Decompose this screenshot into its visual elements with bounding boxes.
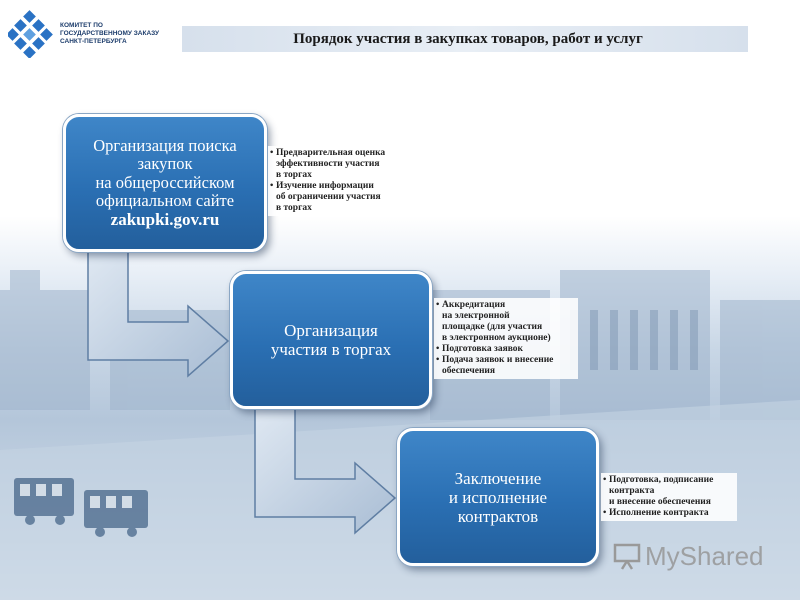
bullet: • [436, 300, 440, 310]
step-contract-execution: Заключение и исполнение контрактов [397, 428, 599, 566]
step-search-purchases: Организация поиска закупок на общероссий… [63, 114, 267, 252]
step3-notes: •Подготовка, подписание контракта и внес… [601, 473, 737, 521]
step-line: закупок [137, 154, 193, 174]
committee-logo: КОМИТЕТ ПО ГОСУДАРСТВЕННОМУ ЗАКАЗУ САНКТ… [8, 8, 178, 64]
note-item: •Подготовка, подписание [603, 475, 735, 486]
note-text: и внесение обеспечения [609, 497, 711, 507]
step-line: на общероссийском [95, 172, 235, 192]
logo-text: КОМИТЕТ ПО ГОСУДАРСТВЕННОМУ ЗАКАЗУ САНКТ… [60, 22, 160, 45]
note-text: в торгах [276, 203, 312, 213]
watermark: MyShared [612, 540, 764, 572]
note-item: •Подача заявок и внесение [436, 355, 576, 366]
note-text: на электронной [442, 311, 510, 321]
step-organize-participation: Организация участия в торгах [230, 271, 432, 409]
note-text: в торгах [276, 170, 312, 180]
note-item: •Подготовка заявок [436, 344, 576, 355]
step-line: официальном сайте [95, 191, 235, 211]
step-line: Организация поиска [93, 135, 237, 155]
note-text: об ограничении участия [276, 192, 381, 202]
presentation-icon [613, 543, 641, 570]
note-text: контракта [609, 486, 655, 496]
step-line: Организация [284, 321, 378, 340]
note-text: Предварительная оценка [276, 148, 386, 158]
note-item: •Изучение информации [270, 181, 404, 192]
step-line: контрактов [457, 506, 539, 526]
step-line: участия в торгах [270, 340, 392, 359]
note-text: Аккредитация [442, 300, 506, 310]
note-text: Изучение информации [276, 181, 374, 191]
note-text: Подготовка, подписание [609, 475, 714, 485]
note-text: обеспечения [442, 366, 496, 376]
site-name: zakupki.gov.ru [110, 209, 220, 229]
bullet: • [270, 148, 274, 158]
logo-diamond-icon [8, 10, 53, 58]
watermark-text: MyShared [645, 540, 764, 571]
note-text: Исполнение контракта [609, 508, 709, 518]
note-text: эффективности участия [276, 159, 380, 169]
note-text: площадке (для участия [442, 322, 543, 332]
step-line: Заключение [454, 468, 542, 488]
note-text: в электронном аукционе) [442, 333, 551, 343]
title-bar: Порядок участия в закупках товаров, рабо… [182, 26, 748, 52]
page-title: Порядок участия в закупках товаров, рабо… [293, 30, 643, 47]
step-line: и исполнение [448, 487, 548, 507]
note-item: •Аккредитация [436, 300, 576, 311]
note-item: •Исполнение контракта [603, 508, 735, 519]
bullet: • [270, 181, 274, 191]
note-item: •Предварительная оценка [270, 148, 404, 159]
step1-notes: •Предварительная оценка эффективности уч… [268, 146, 406, 216]
bullet: • [603, 475, 607, 485]
bullet: • [436, 355, 440, 365]
note-text: Подготовка заявок [442, 344, 524, 354]
step2-notes: •Аккредитация на электронной площадке (д… [434, 298, 578, 379]
note-text: Подача заявок и внесение [442, 355, 554, 365]
bullet: • [603, 508, 607, 518]
bullet: • [436, 344, 440, 354]
